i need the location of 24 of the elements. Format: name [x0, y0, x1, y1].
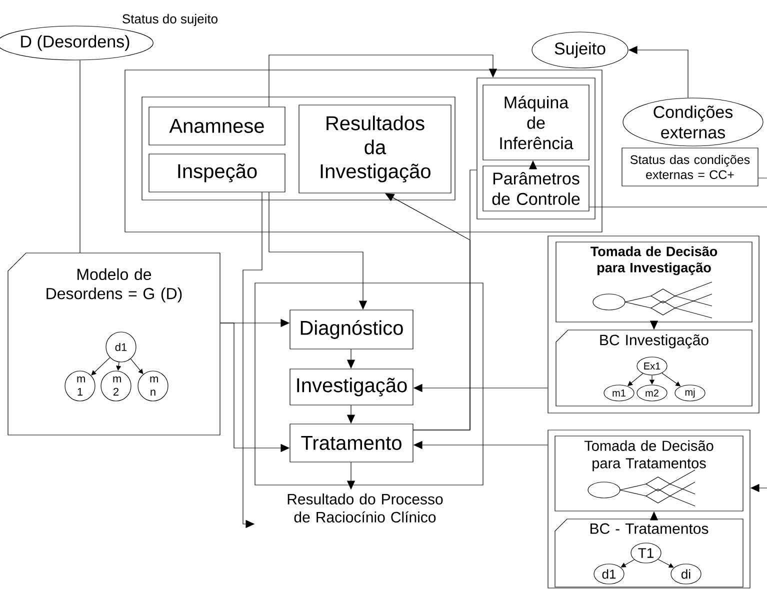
- container-box: [254, 282, 484, 486]
- container-box: [124, 70, 602, 232]
- group-box: [142, 96, 456, 200]
- decision-box: Tomada de Decisão para Investigação: [556, 242, 752, 322]
- result-text: Resultado do Processo de Raciocínio Clínico: [288, 494, 443, 522]
- process-box: Parâmetros de Controle: [482, 166, 590, 212]
- process-box: Resultados da Investigação: [298, 104, 452, 194]
- arrow: [91, 357, 110, 376]
- process-box: Investigação: [290, 368, 414, 406]
- process-box: Diagnóstico: [290, 310, 414, 350]
- decision-box: Tomada de Decisão para Tratamentos: [554, 436, 744, 512]
- process-box: Tratamento: [290, 424, 414, 462]
- arrow: [268, 54, 498, 107]
- connector-line: [413, 170, 477, 430]
- process-box: Máquina de Inferência: [482, 84, 590, 160]
- group-box: [548, 430, 750, 588]
- connector-line: [589, 206, 767, 208]
- process-box: Anamnese: [148, 106, 286, 146]
- group-box: [476, 78, 596, 220]
- heading-label: Status do sujeito: [122, 14, 218, 26]
- arrow: [658, 559, 674, 568]
- status-box: Status das condições externas = CC+: [622, 148, 758, 186]
- process-box: Inspeção: [148, 154, 286, 192]
- group-box: [548, 236, 760, 414]
